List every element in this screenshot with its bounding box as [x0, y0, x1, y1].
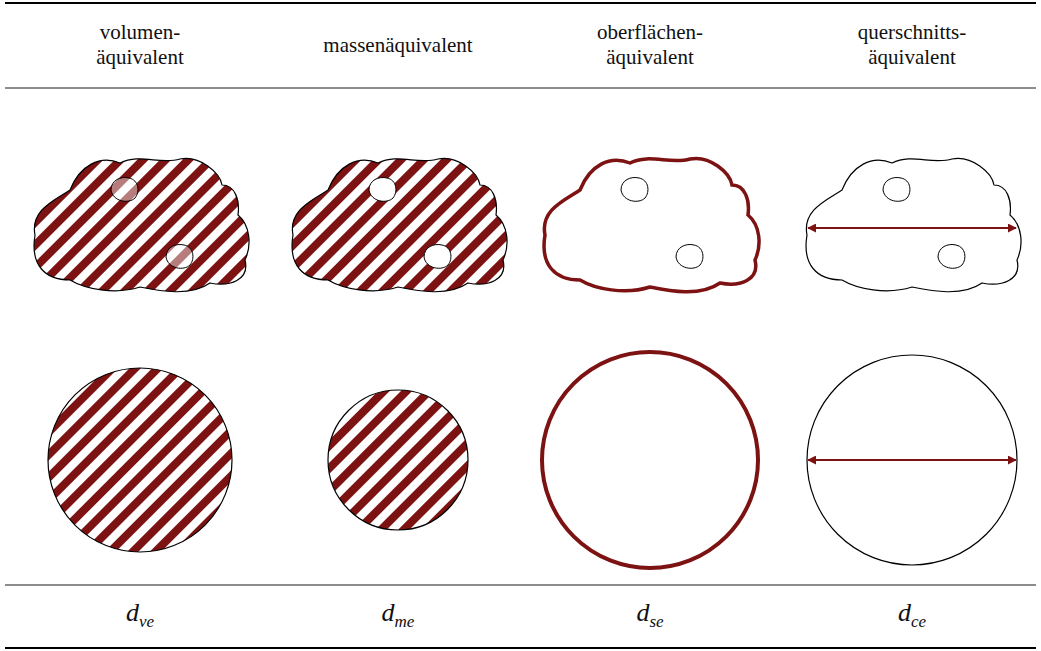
particle-surface [544, 158, 759, 291]
column-heading: querschnitts- äquivalent [842, 20, 982, 70]
header-rule [5, 88, 1036, 89]
symbol-base: d [636, 598, 649, 627]
pore [883, 178, 910, 202]
particle-volume [34, 158, 249, 291]
diameter-arrow [808, 459, 1016, 461]
pore [676, 245, 703, 269]
diameter-symbol: dse [636, 598, 663, 637]
particle-outline [544, 158, 759, 291]
particle-outline [806, 158, 1021, 291]
particle-outline [292, 158, 507, 291]
column-heading: massenäquivalent [283, 33, 513, 58]
footer-rule [5, 585, 1036, 586]
top-rule [5, 2, 1036, 4]
particle-cross-section [806, 158, 1021, 291]
pore [369, 178, 396, 202]
column-heading: oberflächen- äquivalent [580, 20, 720, 70]
symbol-subscript: me [395, 612, 415, 631]
equivalent-sphere [48, 368, 232, 552]
equivalent-sphere [328, 390, 468, 530]
symbol-subscript: ce [911, 612, 926, 631]
pore [111, 178, 138, 202]
symbol-base: d [898, 598, 911, 627]
symbol-subscript: ve [139, 612, 154, 631]
pore [424, 245, 451, 269]
diameter-arrow [808, 227, 1016, 229]
column-heading: volumen- äquivalent [75, 20, 205, 70]
pore [938, 245, 965, 269]
symbol-base: d [382, 598, 395, 627]
pore [166, 245, 193, 269]
symbol-base: d [126, 598, 139, 627]
diameter-symbol: dme [382, 598, 415, 637]
bottom-rule [5, 647, 1036, 649]
equivalent-sphere [542, 352, 758, 568]
diameter-symbol: dce [898, 598, 926, 637]
pore [621, 178, 648, 202]
symbol-subscript: se [649, 612, 663, 631]
particle-mass [292, 158, 507, 291]
diameter-symbol: dve [126, 598, 154, 637]
equivalent-sphere [807, 355, 1017, 565]
particle-outline [34, 158, 249, 291]
